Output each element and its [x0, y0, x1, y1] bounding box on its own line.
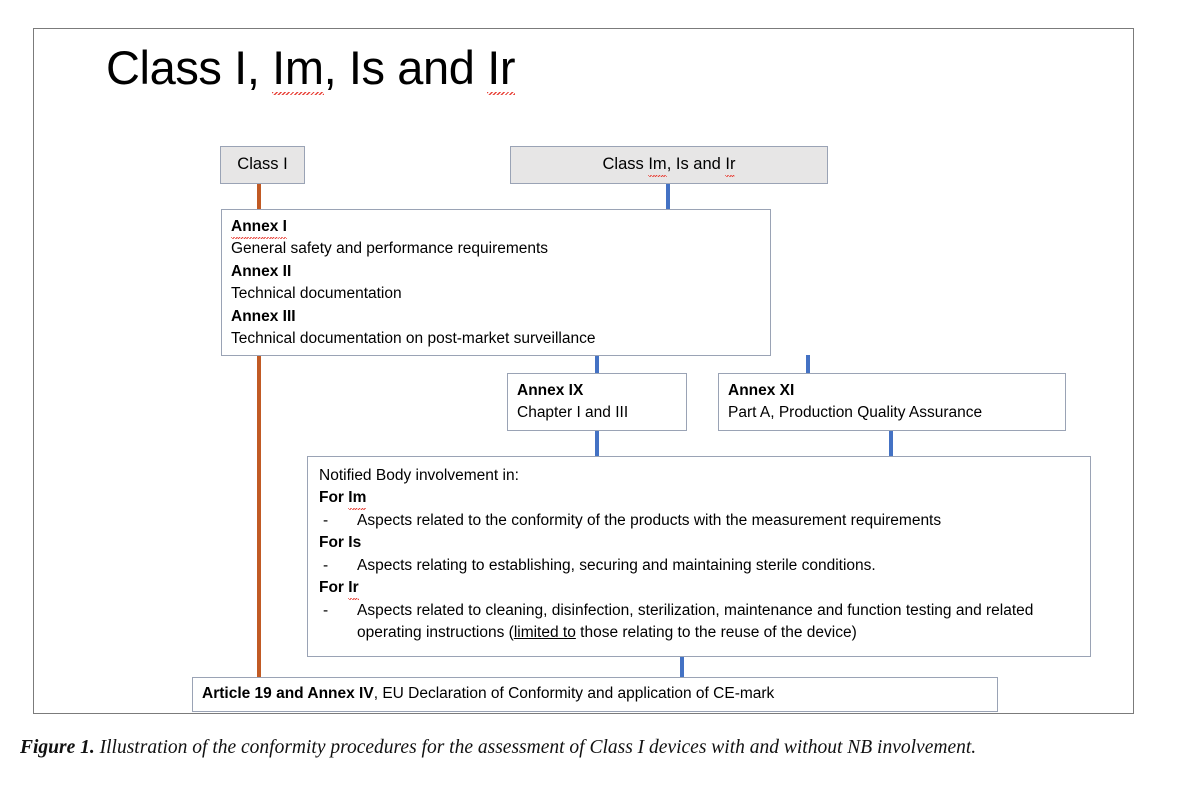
nb-group-heading-ir: For Ir — [319, 577, 1080, 601]
node-notified-body-involvement: Notified Body involvement in: For Im - A… — [307, 456, 1091, 657]
bullet-text: Aspects related to the conformity of the… — [357, 511, 942, 529]
node-class-i: Class I — [220, 146, 305, 184]
article-19-rest-label: , EU Declaration of Conformity and appli… — [373, 685, 775, 703]
node-class-i-label: Class I — [237, 155, 288, 174]
nb-group-heading-im: For Im — [319, 487, 1080, 511]
node-class-im-is-ir: Class Im, Is and Ir — [510, 146, 828, 184]
diagram-title: Class I, Im, Is and Ir — [106, 41, 516, 96]
bullet-marker: - — [323, 601, 329, 619]
misspelled-ir: Ir — [725, 153, 736, 178]
node-article-19: Article 19 and Annex IV, EU Declaration … — [192, 677, 998, 712]
node-annex-xi-subtitle: Part A, Production Quality Assurance — [728, 404, 983, 422]
title-segment-misspelled-ir: Ir — [487, 41, 516, 96]
bullet-marker: - — [323, 511, 329, 529]
misspelled-im: Im — [648, 153, 668, 178]
misspelled-ir: Ir — [348, 577, 359, 601]
bullet-marker: - — [323, 556, 329, 574]
annex-i-label: Annex I — [231, 216, 287, 240]
figure-caption-label: Figure 1. — [20, 737, 95, 758]
annex-block-line-heading: Annex I — [231, 216, 761, 240]
title-segment-misspelled-im: Im — [272, 41, 325, 96]
connector-annex-block-to-annex-xi — [806, 355, 810, 374]
figure-caption-text: Illustration of the conformity procedure… — [94, 737, 977, 758]
annex-block-line-heading: Annex III — [231, 307, 296, 325]
bullet-text: Aspects related to cleaning, disinfectio… — [357, 600, 1080, 645]
node-class-im-is-ir-label: Class Im, Is and Ir — [603, 153, 736, 178]
title-segment: , Is and — [323, 41, 488, 94]
nb-bullet-im: - Aspects related to the conformity of t… — [319, 510, 1080, 532]
bullet-text: Aspects relating to establishing, securi… — [357, 556, 876, 574]
misspelled-im: Im — [348, 487, 367, 511]
node-annex-ix-title: Annex IX — [517, 382, 584, 399]
nb-bullet-ir: - Aspects related to cleaning, disinfect… — [319, 600, 1080, 645]
bullet-text-prefix: Aspects related to cleaning, disinfectio… — [357, 601, 1034, 642]
connector-annex-block-to-annex-ix — [595, 355, 599, 374]
annex-block-line-heading: Annex II — [231, 262, 292, 280]
nb-group-heading-is: For Is — [319, 534, 362, 552]
bullet-text-suffix: those relating to the reuse of the devic… — [575, 624, 857, 642]
connector-annex-ix-to-notified-body — [595, 430, 599, 457]
nb-bullet-is: - Aspects relating to establishing, secu… — [319, 555, 1080, 577]
figure-caption: Figure 1. Illustration of the conformity… — [20, 734, 1145, 762]
connector-class-i-to-article19 — [257, 184, 261, 678]
node-annex-block: Annex I General safety and performance r… — [221, 209, 771, 356]
node-annex-xi: Annex XI Part A, Production Quality Assu… — [718, 373, 1066, 431]
node-annex-ix: Annex IX Chapter I and III — [507, 373, 687, 431]
node-annex-ix-subtitle: Chapter I and III — [517, 404, 629, 422]
connector-annex-xi-to-notified-body — [889, 430, 893, 457]
node-annex-xi-title: Annex XI — [728, 382, 795, 399]
bullet-text-underlined: limited to — [513, 624, 576, 642]
connector-class-imisir-to-annex-block — [666, 184, 670, 210]
article-19-bold-label: Article 19 and Annex IV — [202, 685, 374, 703]
annex-block-line-text: Technical documentation on post-market s… — [231, 330, 596, 348]
title-segment: Class I, — [106, 41, 273, 94]
annex-block-line-text: Technical documentation — [231, 285, 402, 303]
figure-frame: Class I, Im, Is and Ir Class I Class Im,… — [33, 28, 1134, 714]
connector-notified-body-to-article19 — [680, 656, 684, 678]
annex-block-line-text: General safety and performance requireme… — [231, 240, 549, 258]
nb-intro: Notified Body involvement in: — [319, 467, 519, 484]
